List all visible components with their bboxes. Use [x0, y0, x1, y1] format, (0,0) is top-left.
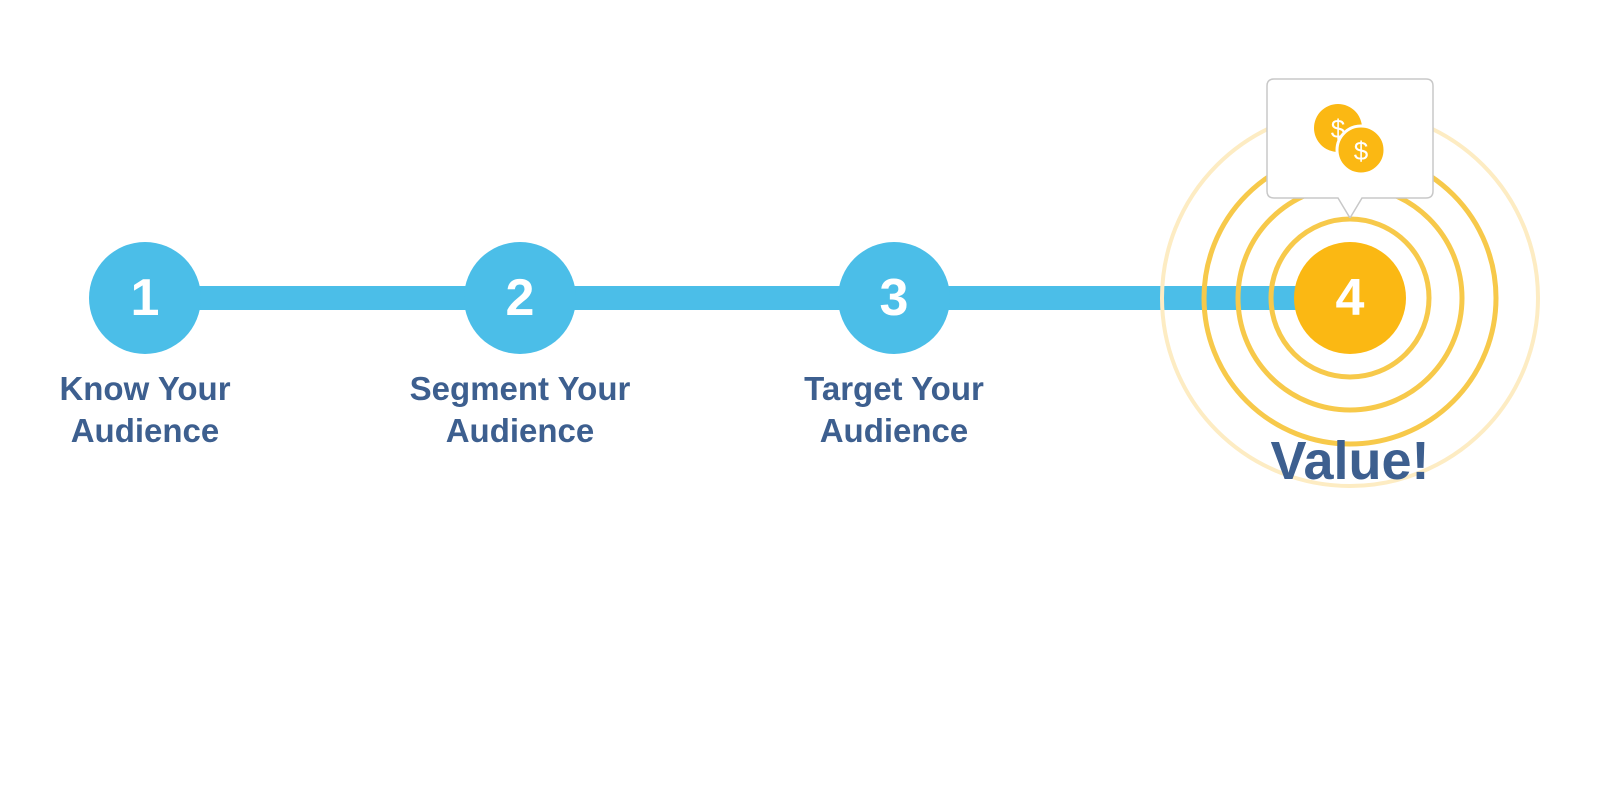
step-1-circle: 1 [89, 242, 201, 354]
coins-icon: $ $ [1314, 104, 1387, 176]
step-1-label: Know Your Audience [59, 370, 231, 449]
step-2-number: 2 [505, 269, 535, 327]
callout-bubble: $ $ [1266, 78, 1434, 218]
step-3-circle: 3 [838, 242, 950, 354]
step-2-circle: 2 [464, 242, 576, 354]
coin-front-symbol: $ [1354, 136, 1369, 166]
step-3-label: Target Your Audience [804, 370, 984, 449]
step-4-number: 4 [1335, 269, 1365, 327]
step-2-label: Segment Your Audience [409, 370, 631, 449]
step-4-circle: 4 [1294, 242, 1406, 354]
step-3-number: 3 [879, 269, 909, 327]
step-1-number: 1 [130, 269, 160, 327]
value-label: Value! [1270, 431, 1430, 491]
coin-front [1335, 124, 1387, 176]
ring-2 [1268, 216, 1432, 380]
connector-line [145, 286, 1350, 310]
